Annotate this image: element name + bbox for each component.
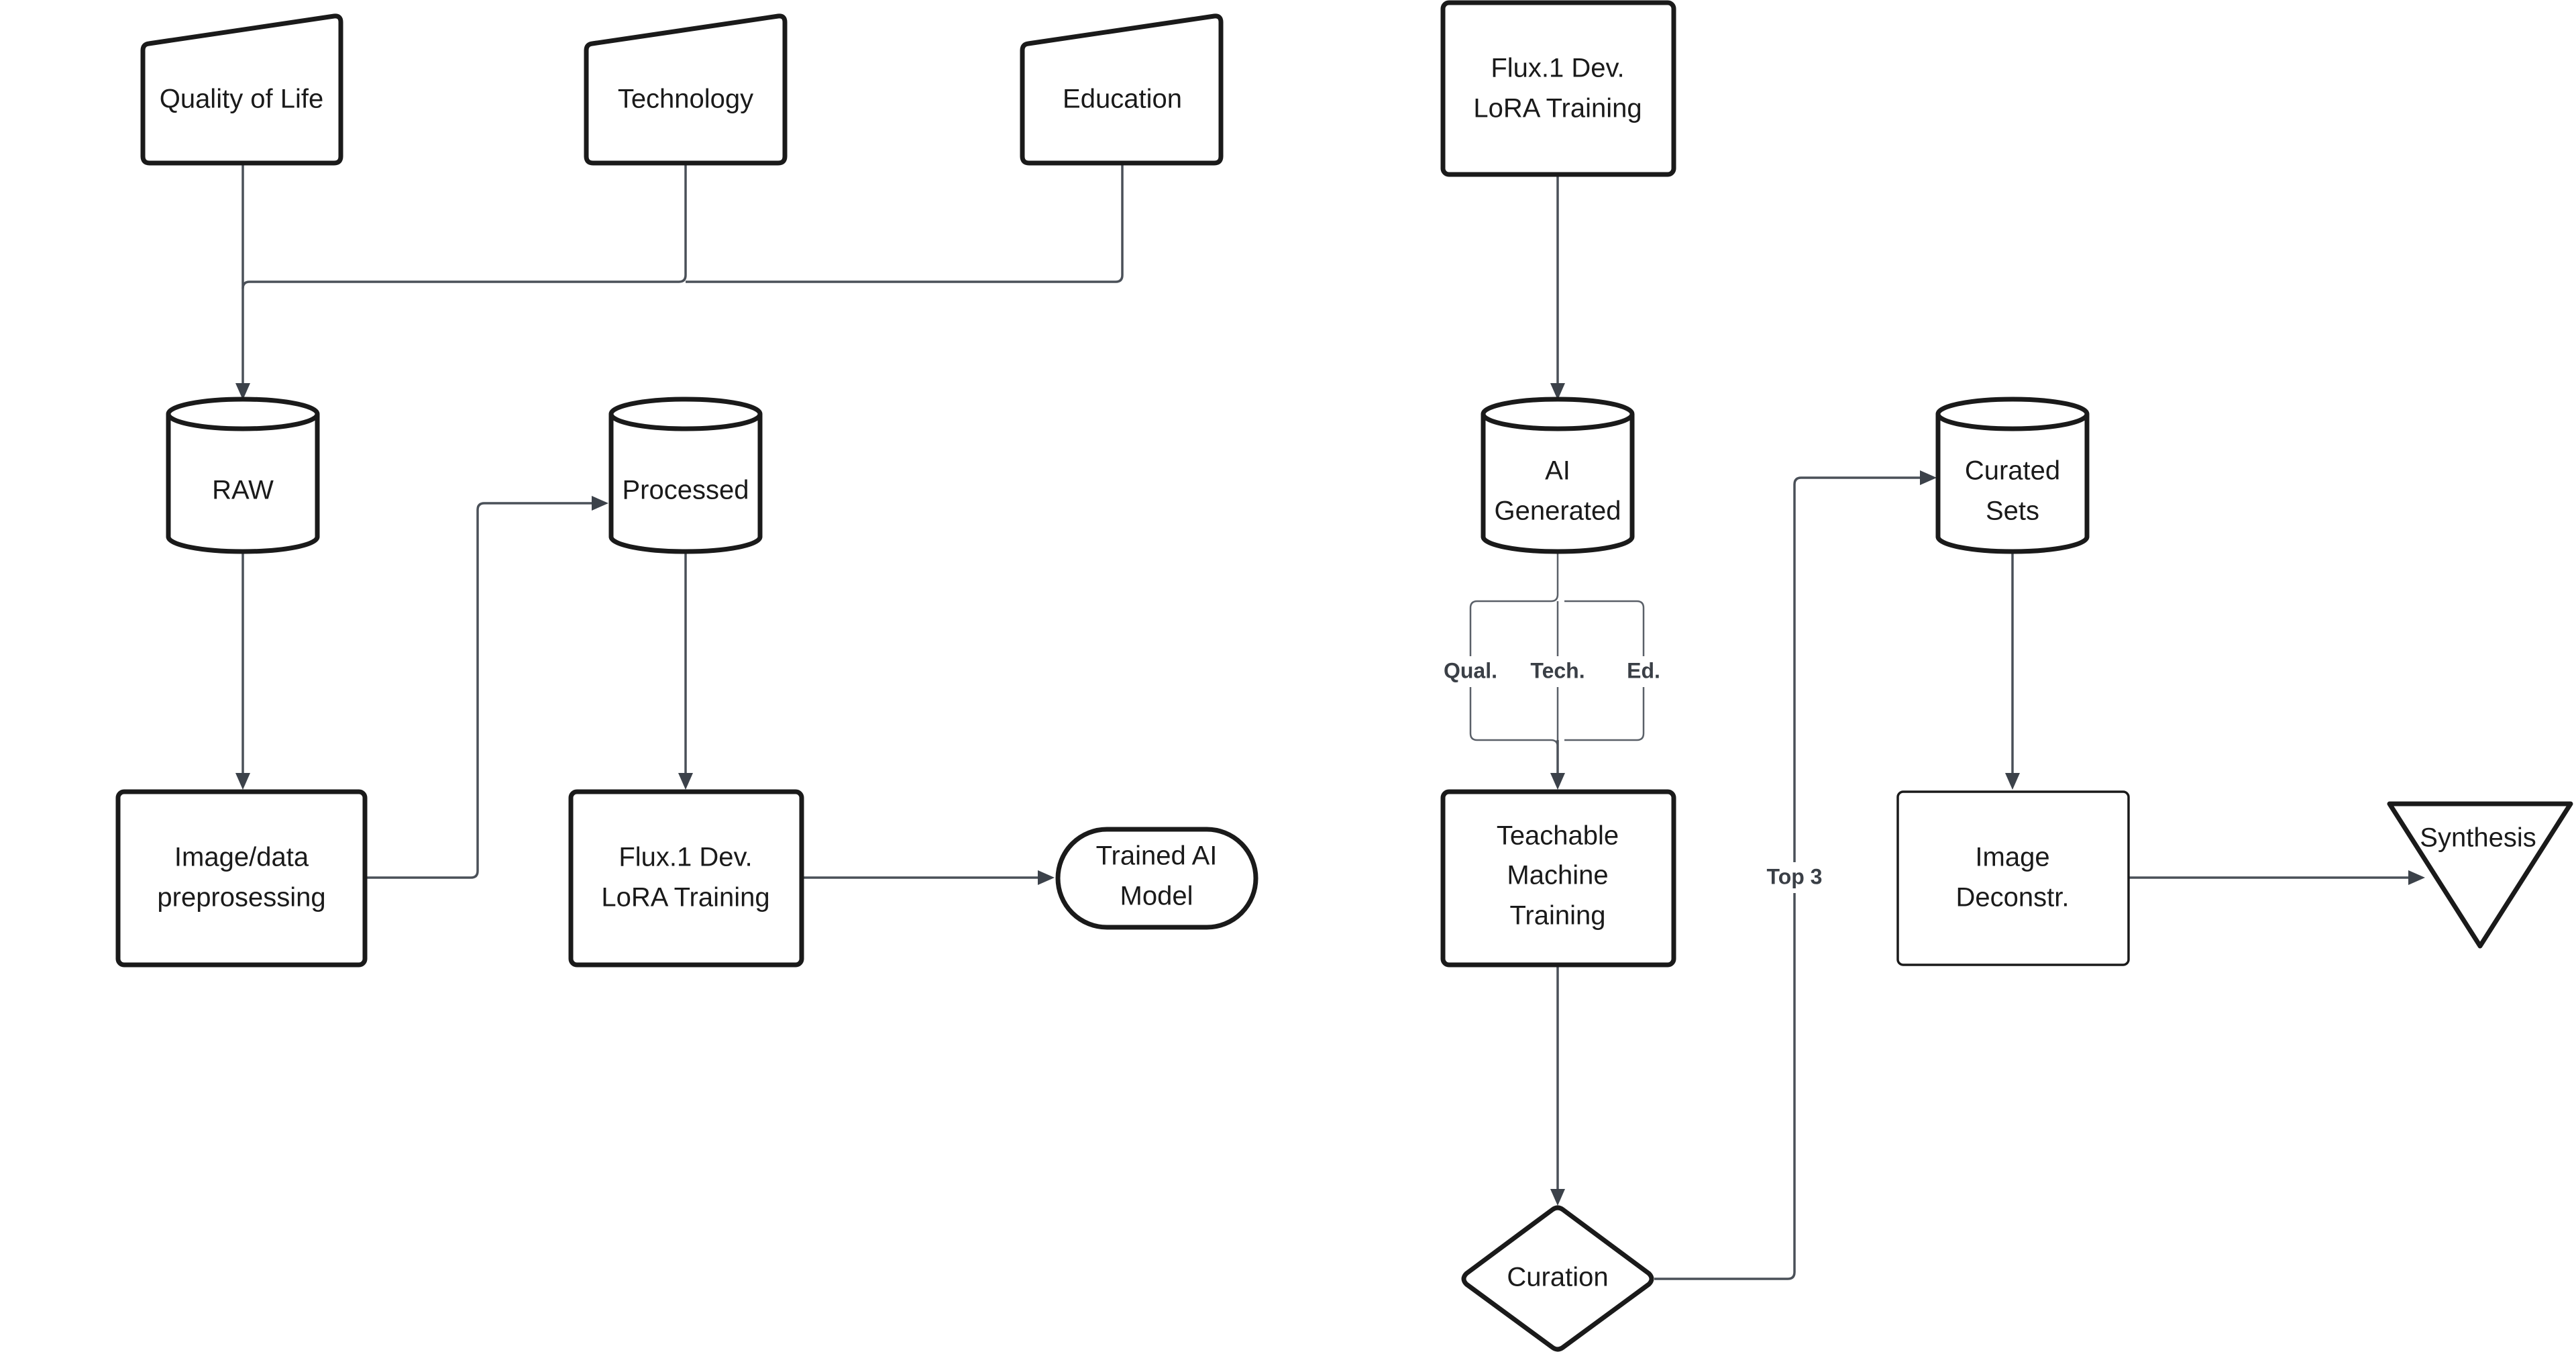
arrowhead-processed bbox=[592, 496, 608, 511]
node-label-line-1: Flux.1 Dev. bbox=[1491, 54, 1624, 83]
cylinder-top bbox=[608, 397, 763, 431]
node-education[interactable]: Education bbox=[1020, 13, 1224, 166]
cylinder-body bbox=[1935, 414, 2090, 554]
node-label: Technology bbox=[618, 85, 753, 114]
edges-group bbox=[235, 164, 2425, 1280]
node-label-line-1: Image bbox=[1975, 843, 2049, 872]
node-lora-training-right[interactable]: Flux.1 Dev. LoRA Training bbox=[1440, 0, 1676, 177]
arrowhead-curation bbox=[1550, 1189, 1565, 1206]
edge-label-ed: Ed. bbox=[1627, 658, 1660, 682]
arrowhead-raw bbox=[235, 383, 250, 400]
node-label: Processed bbox=[623, 476, 749, 505]
node-image-deconstr[interactable]: Image Deconstr. bbox=[1896, 790, 2130, 966]
process-box bbox=[568, 789, 804, 968]
edge-preprocessing-to-processed bbox=[366, 502, 597, 879]
edge-label-qual: Qual. bbox=[1444, 658, 1497, 682]
node-label-line-2: LoRA Training bbox=[601, 883, 769, 913]
node-quality-of-life[interactable]: Quality of Life bbox=[140, 13, 343, 166]
arrowhead-trained-model bbox=[1038, 870, 1055, 885]
node-label-line-2: Generated bbox=[1494, 497, 1621, 526]
node-label: Curation bbox=[1507, 1263, 1608, 1292]
node-raw[interactable]: RAW bbox=[166, 397, 320, 554]
node-ai-generated[interactable]: AI Generated bbox=[1481, 397, 1635, 554]
node-label-line-2: Deconstr. bbox=[1956, 883, 2070, 913]
node-preprocessing[interactable]: Image/data preprosessing bbox=[115, 789, 368, 968]
node-curation[interactable]: Curation bbox=[1461, 1205, 1654, 1352]
node-label-line-2: LoRA Training bbox=[1473, 94, 1642, 123]
cylinder-body bbox=[166, 414, 320, 554]
node-label-line-1: Trained AI bbox=[1096, 841, 1218, 871]
arrowhead-teachable bbox=[1550, 773, 1565, 790]
node-lora-training-left[interactable]: Flux.1 Dev. LoRA Training bbox=[568, 789, 804, 968]
node-label-line-1: Curated bbox=[1965, 456, 2060, 486]
node-technology[interactable]: Technology bbox=[584, 13, 788, 166]
node-processed[interactable]: Processed bbox=[608, 397, 763, 554]
node-trained-model[interactable]: Trained AI Model bbox=[1055, 827, 1258, 930]
decision-diamond bbox=[1461, 1205, 1654, 1352]
merge-triangle bbox=[2387, 801, 2573, 949]
cylinder-body bbox=[1481, 414, 1635, 554]
manual-input-shape bbox=[1020, 13, 1224, 166]
edge-technology-to-merge bbox=[241, 164, 687, 289]
node-label-line-3: Training bbox=[1509, 901, 1605, 931]
qual-label-bg bbox=[1436, 656, 1505, 687]
process-box bbox=[1440, 789, 1676, 968]
process-box bbox=[1440, 0, 1676, 177]
edge-labels-group: Qual. Tech. Ed. Top 3 bbox=[1436, 656, 1829, 893]
node-label-line-1: Image/data bbox=[174, 843, 309, 872]
node-label-line-1: AI bbox=[1545, 456, 1570, 486]
cylinder-top bbox=[1935, 397, 2090, 431]
node-label-line-1: Teachable bbox=[1497, 821, 1619, 851]
node-label: Quality of Life bbox=[160, 85, 324, 114]
node-teachable-machine[interactable]: Teachable Machine Training bbox=[1440, 789, 1676, 968]
process-box bbox=[115, 789, 368, 968]
node-label: Synthesis bbox=[2420, 823, 2536, 853]
arrowhead-curated-sets bbox=[1920, 470, 1937, 485]
node-label-line-1: Flux.1 Dev. bbox=[619, 843, 752, 872]
arrowhead-preprocessing bbox=[235, 773, 250, 790]
manual-input-shape bbox=[140, 13, 343, 166]
node-label-line-2: Sets bbox=[1986, 497, 2039, 526]
edge-label-tech: Tech. bbox=[1530, 658, 1585, 682]
edge-education-to-merge bbox=[686, 164, 1124, 283]
manual-input-shape bbox=[584, 13, 788, 166]
ed-label-bg bbox=[1621, 656, 1666, 687]
arrowhead-deconstr bbox=[2005, 773, 2020, 790]
arrowhead-lora-left bbox=[678, 773, 693, 790]
node-label-line-2: Model bbox=[1120, 882, 1193, 911]
edge-label-top3: Top 3 bbox=[1767, 864, 1823, 888]
top3-label-bg bbox=[1760, 862, 1829, 893]
cylinder-top bbox=[166, 397, 320, 431]
arrowhead-synthesis bbox=[2408, 870, 2425, 885]
node-label-line-2: preprosessing bbox=[157, 883, 325, 913]
tech-label-bg bbox=[1524, 656, 1591, 687]
node-synthesis[interactable]: Synthesis bbox=[2387, 801, 2573, 949]
node-curated-sets[interactable]: Curated Sets bbox=[1935, 397, 2090, 554]
edge-branch-qual bbox=[1469, 554, 1559, 747]
node-label: Education bbox=[1063, 85, 1182, 114]
node-label-line-2: Machine bbox=[1507, 861, 1608, 890]
terminal-pill bbox=[1055, 827, 1258, 930]
arrowhead-ai-generated bbox=[1550, 383, 1565, 400]
cylinder-top bbox=[1481, 397, 1635, 431]
node-label: RAW bbox=[212, 476, 274, 505]
cylinder-body bbox=[608, 414, 763, 554]
process-box bbox=[1896, 790, 2130, 966]
